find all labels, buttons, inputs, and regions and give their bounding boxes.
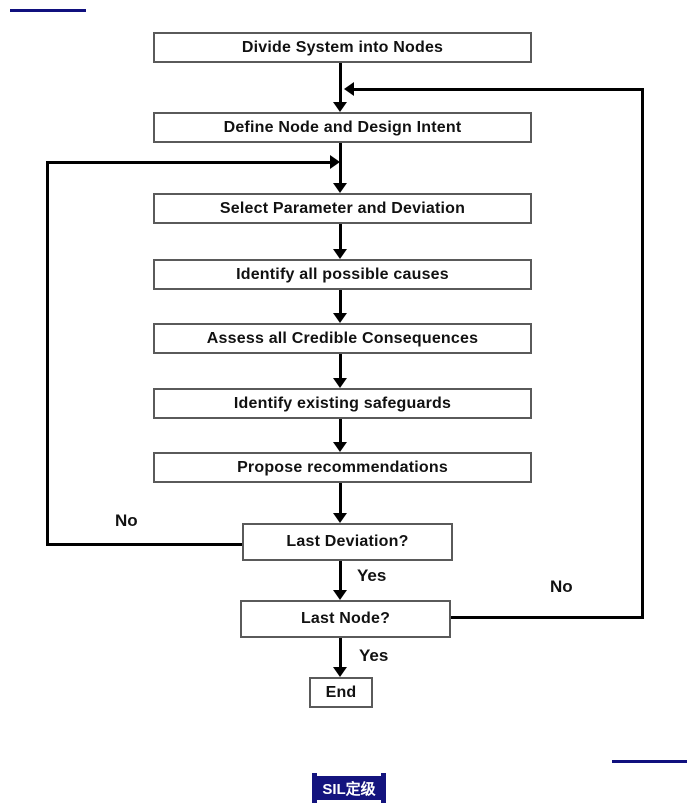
arrowhead-down-icon: [333, 513, 347, 523]
badge-end-bar: [312, 773, 317, 803]
feedback-left-line: [46, 161, 330, 164]
feedback-right-line: [641, 88, 644, 619]
node-last-deviation: Last Deviation?: [242, 523, 453, 561]
edge-label-no: No: [115, 511, 138, 530]
bottom-right-rule: [612, 760, 687, 763]
feedback-left-line: [46, 161, 49, 546]
top-left-rule: [10, 9, 86, 12]
connector-line: [339, 419, 342, 444]
node-end: End: [309, 677, 373, 708]
arrowhead-down-icon: [333, 183, 347, 193]
node-propose-recommendations: Propose recommendations: [153, 452, 532, 483]
feedback-right-line: [349, 88, 644, 91]
connector-line: [339, 561, 342, 592]
node-divide-system: Divide System into Nodes: [153, 32, 532, 63]
node-define-node: Define Node and Design Intent: [153, 112, 532, 143]
arrowhead-right-icon: [330, 155, 340, 169]
connector-line: [339, 224, 342, 251]
arrowhead-down-icon: [333, 442, 347, 452]
arrowhead-down-icon: [333, 313, 347, 323]
sil-rating-badge: SIL定级: [312, 773, 386, 803]
badge-end-bar: [381, 773, 386, 803]
edge-label-no: No: [550, 577, 573, 596]
badge-label: SIL定级: [316, 776, 382, 800]
connector-line: [339, 638, 342, 669]
connector-line: [339, 143, 342, 185]
arrowhead-down-icon: [333, 667, 347, 677]
node-identify-safeguards: Identify existing safeguards: [153, 388, 532, 419]
connector-line: [339, 63, 342, 104]
arrowhead-down-icon: [333, 378, 347, 388]
node-last-node: Last Node?: [240, 600, 451, 638]
arrowhead-left-icon: [344, 82, 354, 96]
arrowhead-down-icon: [333, 249, 347, 259]
edge-label-yes: Yes: [359, 646, 389, 665]
connector-line: [339, 354, 342, 380]
arrowhead-down-icon: [333, 102, 347, 112]
connector-line: [339, 290, 342, 315]
feedback-right-line: [451, 616, 643, 619]
feedback-left-line: [46, 543, 242, 546]
node-assess-consequences: Assess all Credible Consequences: [153, 323, 532, 354]
arrowhead-down-icon: [333, 590, 347, 600]
node-identify-causes: Identify all possible causes: [153, 259, 532, 290]
edge-label-yes: Yes: [357, 566, 387, 585]
connector-line: [339, 483, 342, 515]
node-select-parameter: Select Parameter and Deviation: [153, 193, 532, 224]
